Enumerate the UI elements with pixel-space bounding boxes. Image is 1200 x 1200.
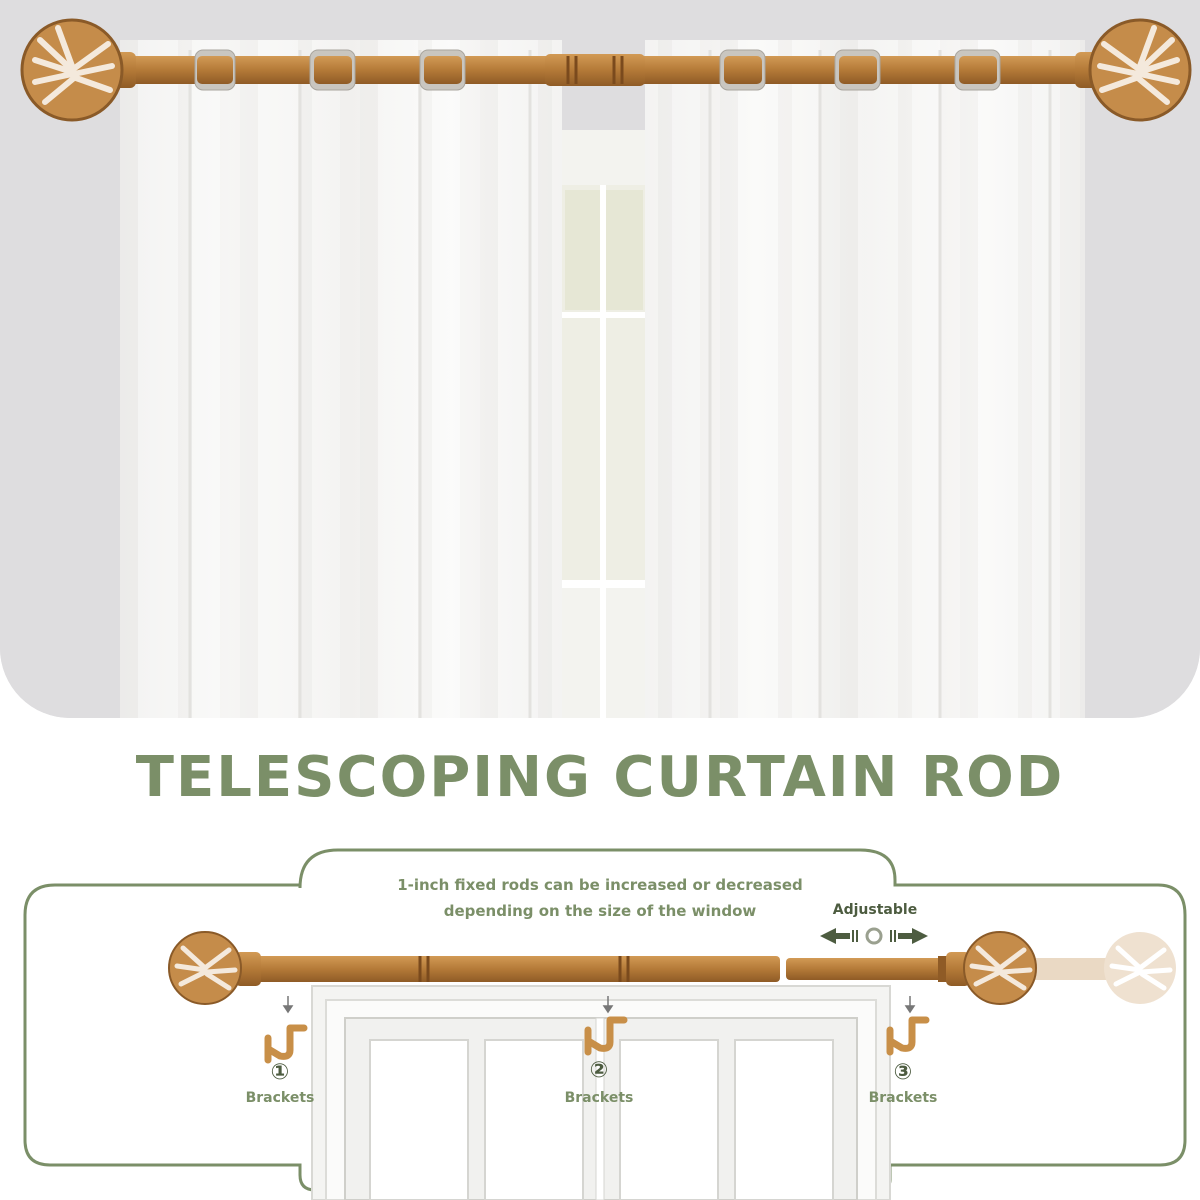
rod-right-section xyxy=(786,958,946,980)
bracket-1-number: ① xyxy=(270,1060,290,1085)
bracket-1-label: Brackets xyxy=(245,1090,315,1106)
bracket-3-icon xyxy=(886,1016,930,1056)
right-finial-icon xyxy=(1075,18,1192,122)
bracket-3-number: ③ xyxy=(893,1060,913,1085)
bracket-2-number: ② xyxy=(589,1058,609,1083)
diagram-left-finial-icon xyxy=(168,931,261,1005)
bracket-3-label: Brackets xyxy=(868,1090,938,1106)
adjust-arrows-icon xyxy=(820,927,928,945)
rod-note: 1-inch fixed rods can be increased or de… xyxy=(330,872,870,924)
bracket-1-icon xyxy=(264,1024,308,1064)
rod-diagram xyxy=(168,927,1176,1200)
adjustable-label: Adjustable xyxy=(832,902,918,918)
curtain-illustration xyxy=(20,18,1192,718)
diagram-right-finial-icon xyxy=(946,931,1037,1005)
rod-left-section xyxy=(215,956,780,982)
bracket-2-label: Brackets xyxy=(564,1090,634,1106)
product-photo xyxy=(0,0,1200,718)
bracket-2-icon xyxy=(584,1016,628,1056)
rod-note-line-1: 1-inch fixed rods can be increased or de… xyxy=(397,876,803,894)
rod-note-line-2: depending on the size of the window xyxy=(443,902,757,920)
page-title: TELESCOPING CURTAIN ROD xyxy=(135,745,1065,810)
left-finial-icon xyxy=(20,18,136,122)
